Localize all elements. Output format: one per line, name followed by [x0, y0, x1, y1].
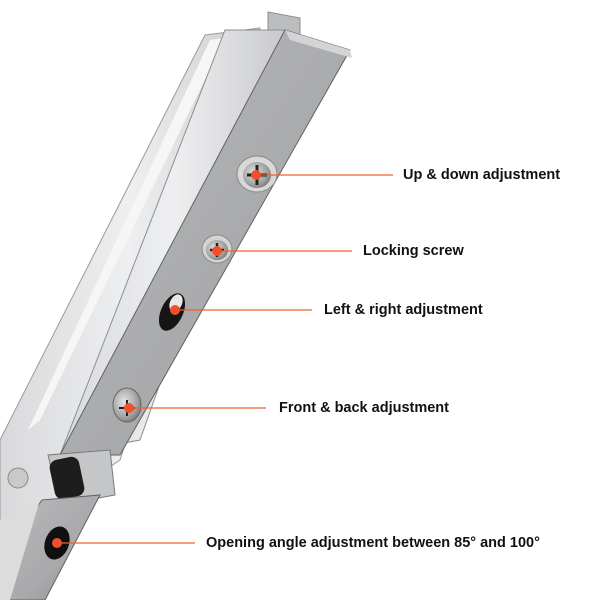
callout-dot-opening-angle [52, 538, 62, 548]
label-front-back-adjustment: Front & back adjustment [279, 400, 449, 416]
callout-lines [52, 170, 393, 548]
callout-dot-left-right [170, 305, 180, 315]
callout-dot-up-down [251, 170, 261, 180]
label-opening-angle-adjustment: Opening angle adjustment between 85° and… [206, 535, 540, 551]
callout-dot-locking [212, 246, 222, 256]
callout-dot-front-back [124, 403, 134, 413]
hinge-knuckle [7, 449, 116, 506]
label-left-right-adjustment: Left & right adjustment [324, 302, 483, 318]
label-up-down-adjustment: Up & down adjustment [403, 167, 561, 183]
label-locking-screw: Locking screw [363, 243, 464, 259]
